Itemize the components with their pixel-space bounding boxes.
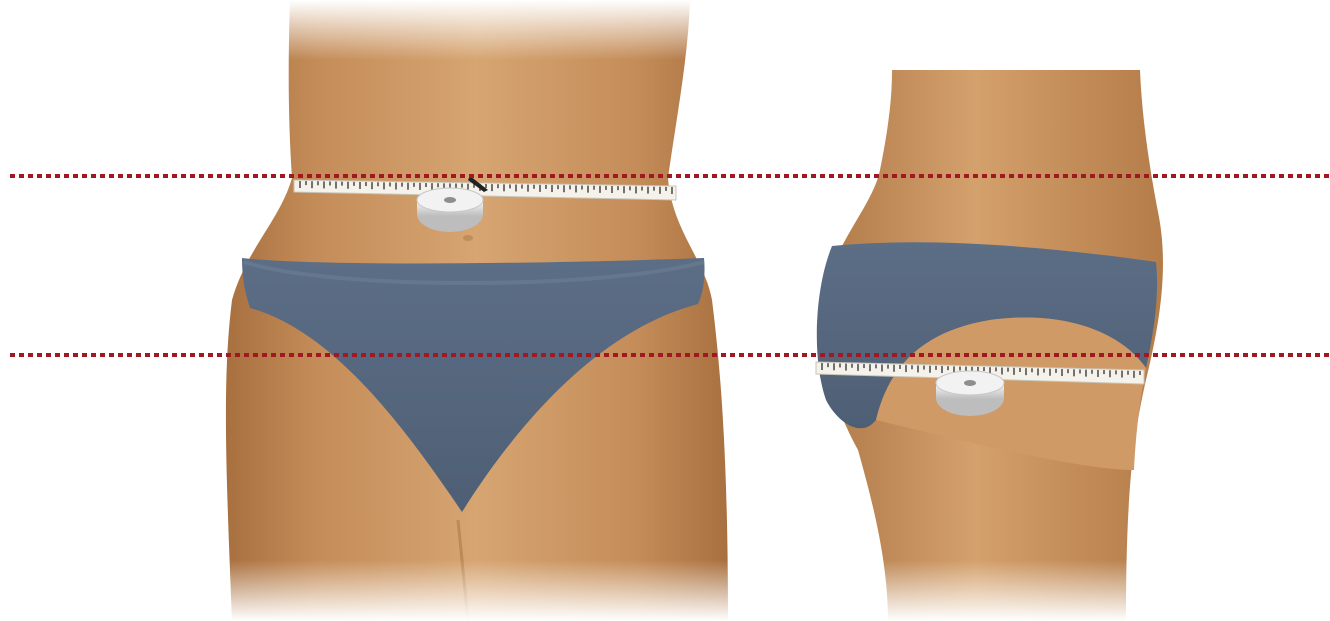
- bottom-fade: [0, 560, 1330, 621]
- hip-spool-center: [964, 380, 976, 386]
- navel: [463, 235, 473, 241]
- waist-spool-center: [444, 197, 456, 203]
- side-view-torso: [817, 70, 1163, 621]
- front-view-torso: [226, 0, 728, 621]
- top-fade: [0, 0, 1330, 60]
